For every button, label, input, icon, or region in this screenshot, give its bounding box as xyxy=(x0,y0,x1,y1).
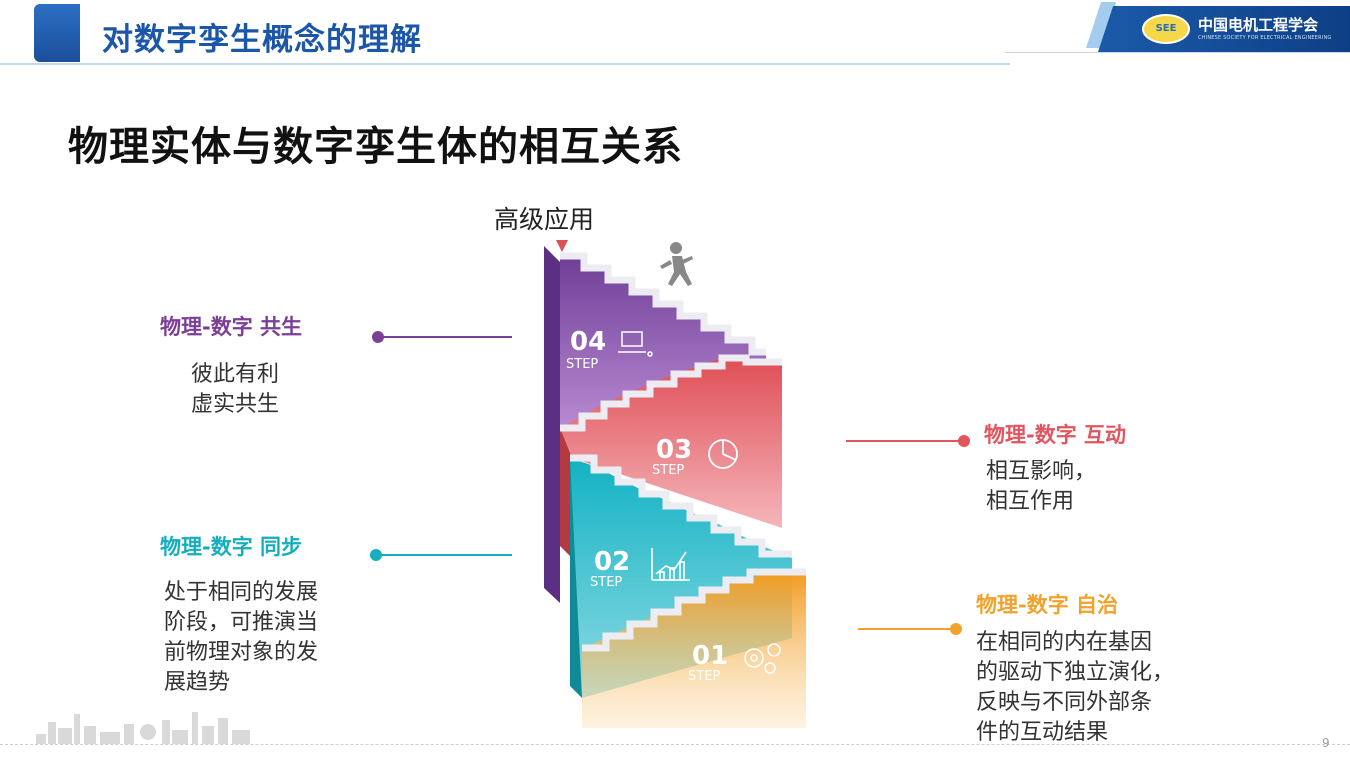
runner-icon xyxy=(660,242,693,286)
step-01-treads xyxy=(582,568,806,652)
step-04-block xyxy=(560,256,766,428)
symbiosis-description: 彼此有利 虚实共生 xyxy=(191,362,280,417)
step-03-word: STEP xyxy=(652,463,684,478)
sync-connector-dot xyxy=(370,549,382,561)
interaction-connector-dot xyxy=(958,435,970,447)
step-03-treads xyxy=(560,354,782,432)
society-name: 中国电机工程学会 xyxy=(1198,16,1319,34)
top-label: 高级应用 xyxy=(494,205,595,234)
logo-band xyxy=(1098,6,1350,52)
growth-chart-icon xyxy=(651,548,690,581)
pie-chart-icon xyxy=(708,439,738,469)
step-04-treads xyxy=(560,252,766,356)
stair-side-purple xyxy=(544,246,560,603)
autonomy-connector-dot xyxy=(950,623,962,635)
step-02-number: 02 xyxy=(594,547,630,577)
page-title: 对数字孪生概念的理解 xyxy=(102,22,422,58)
step-02-treads xyxy=(570,454,792,558)
symbiosis-title: 物理-数字 共生 xyxy=(160,315,303,339)
symbiosis-connector-dot xyxy=(372,331,384,343)
step-04-word: STEP xyxy=(566,357,598,372)
slide-subtitle: 物理实体与数字孪生体的相互关系 xyxy=(68,124,683,170)
header-divider xyxy=(0,63,1010,65)
interaction-description: 相互影响， 相互作用 xyxy=(986,459,1097,514)
page-number: 9 xyxy=(1322,736,1330,750)
sync-description: 处于相同的发展 阶段，可推演当 前物理对象的发 展趋势 xyxy=(164,580,319,695)
step-03-number: 03 xyxy=(656,435,692,465)
society-english-name: CHINESE SOCIETY FOR ELECTRICAL ENGINEERI… xyxy=(1198,35,1332,41)
society-logo-icon: SEE xyxy=(1142,14,1190,44)
sync-title: 物理-数字 同步 xyxy=(160,535,303,559)
staircase-graphic: 04 STEP 03 STEP 02 STEP 01 STEP xyxy=(544,240,806,728)
autonomy-connector-line xyxy=(858,628,954,630)
autonomy-title: 物理-数字 自治 xyxy=(976,593,1119,617)
symbiosis-connector-line xyxy=(380,336,512,338)
top-marker-icon xyxy=(556,240,568,252)
step-01-number: 01 xyxy=(692,641,728,671)
header-accent-bar xyxy=(34,4,80,62)
computer-icon xyxy=(618,331,653,357)
step-01-block xyxy=(582,572,806,728)
interaction-connector-line xyxy=(846,440,960,442)
interaction-title: 物理-数字 互动 xyxy=(984,423,1127,447)
autonomy-description: 在相同的内在基因 的驱动下独立演化， 反映与不同外部条 件的互动结果 xyxy=(976,630,1175,745)
stair-side-red xyxy=(560,428,572,558)
footer-divider xyxy=(0,744,1350,745)
header-divider-right xyxy=(1005,52,1350,53)
gears-icon xyxy=(744,643,781,674)
sync-connector-line xyxy=(378,554,512,556)
step-04-number: 04 xyxy=(570,327,606,357)
step-02-word: STEP xyxy=(590,575,622,590)
city-skyline-decoration xyxy=(36,712,250,744)
step-01-word: STEP xyxy=(688,669,720,684)
